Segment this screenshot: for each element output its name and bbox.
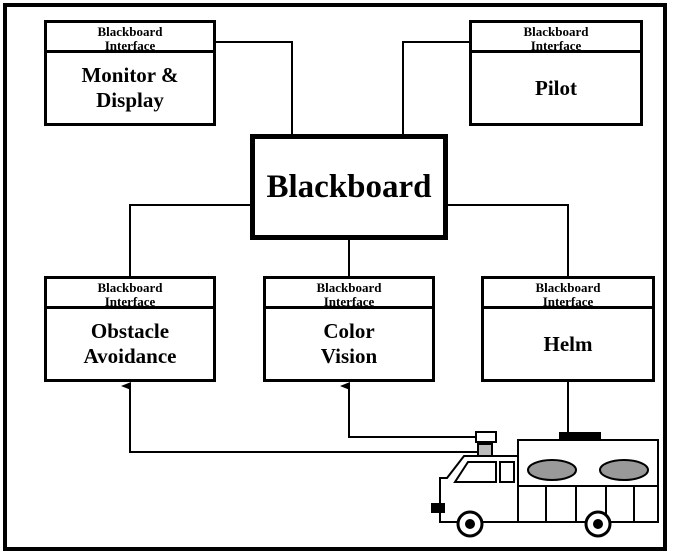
module-name: Helm [484, 309, 652, 379]
module-name: Obstacle Avoidance [47, 309, 213, 379]
blackboard-interface-header: Blackboard Interface [472, 23, 640, 53]
blackboard-interface-header: Blackboard Interface [484, 279, 652, 309]
arrow-truck-to-obstacle [130, 386, 478, 452]
module-name: Monitor & Display [47, 53, 213, 123]
connector-blackboard-helm [448, 205, 568, 277]
connector-pilot-blackboard [403, 42, 471, 134]
module-obstacle-avoidance: Blackboard Interface Obstacle Avoidance [44, 276, 216, 382]
connector-blackboard-obstacle [130, 205, 250, 277]
module-name: Pilot [472, 53, 640, 123]
blackboard-interface-header: Blackboard Interface [47, 279, 213, 309]
blackboard-interface-header: Blackboard Interface [266, 279, 432, 309]
module-name: Color Vision [266, 309, 432, 379]
module-color-vision: Blackboard Interface Color Vision [263, 276, 435, 382]
module-helm: Blackboard Interface Helm [481, 276, 655, 382]
blackboard-label: Blackboard [266, 169, 431, 206]
arrow-truck-to-color [349, 386, 478, 437]
module-pilot: Blackboard Interface Pilot [469, 20, 643, 126]
truck-icon [432, 432, 658, 536]
blackboard-node: Blackboard [250, 134, 448, 240]
connector-monitor-blackboard [214, 42, 292, 134]
blackboard-interface-header: Blackboard Interface [47, 23, 213, 53]
module-monitor-display: Blackboard Interface Monitor & Display [44, 20, 216, 126]
